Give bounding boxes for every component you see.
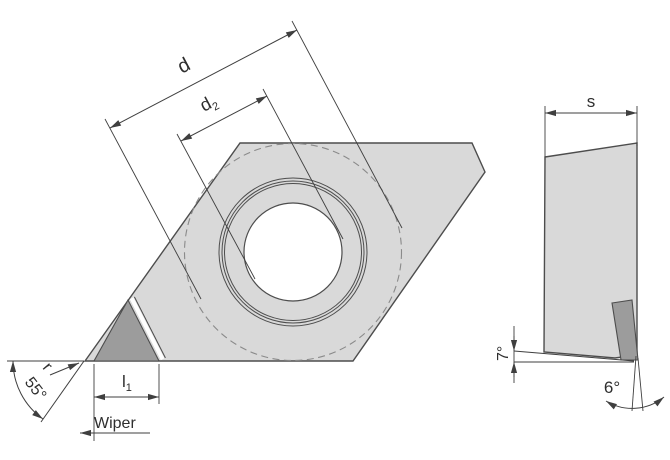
- counterbore-ring-outer: [218, 177, 368, 327]
- dim-label-d: d: [174, 54, 194, 79]
- angle-arc-6: [605, 396, 665, 410]
- angle-arc-55: [9, 360, 44, 420]
- lean-ref-line: [631, 355, 637, 412]
- insert-side-view: s 7° 6°: [495, 92, 665, 412]
- ext-line-d2-left: [176, 133, 256, 280]
- wiper-facet: [93, 298, 160, 362]
- angle-ray-55: [40, 360, 85, 423]
- dim-line-d2: [180, 95, 268, 142]
- ext-line-d-right: [291, 20, 403, 229]
- lean-edge-line: [637, 357, 644, 412]
- dim-line-d: [109, 29, 298, 129]
- mounting-hole: [243, 202, 343, 302]
- dim-label-r: r: [39, 360, 56, 376]
- dim-label-6deg: 6°: [604, 378, 620, 397]
- inscribed-circle-dashed: [183, 142, 403, 362]
- dim-label-7deg: 7°: [495, 346, 512, 361]
- wiper-facet-gap: [129, 297, 165, 361]
- counterbore-ring-mid: [221, 180, 365, 324]
- dim-label-d2: d2: [196, 90, 221, 118]
- dim-label-55deg: 55°: [21, 374, 49, 404]
- radius-leader: [49, 362, 80, 376]
- dim-label-s: s: [587, 92, 596, 111]
- clearance-line-upper: [513, 350, 635, 362]
- counterbore-ring-inner: [224, 183, 362, 321]
- wiper-facet-gap-edge: [133, 296, 166, 359]
- ext-line-d-left: [104, 118, 202, 300]
- insert-top-view: d d2 55° r l1 Wiper: [7, 20, 486, 441]
- wiper-label: Wiper: [94, 415, 136, 432]
- dim-label-l1: l1: [122, 372, 132, 394]
